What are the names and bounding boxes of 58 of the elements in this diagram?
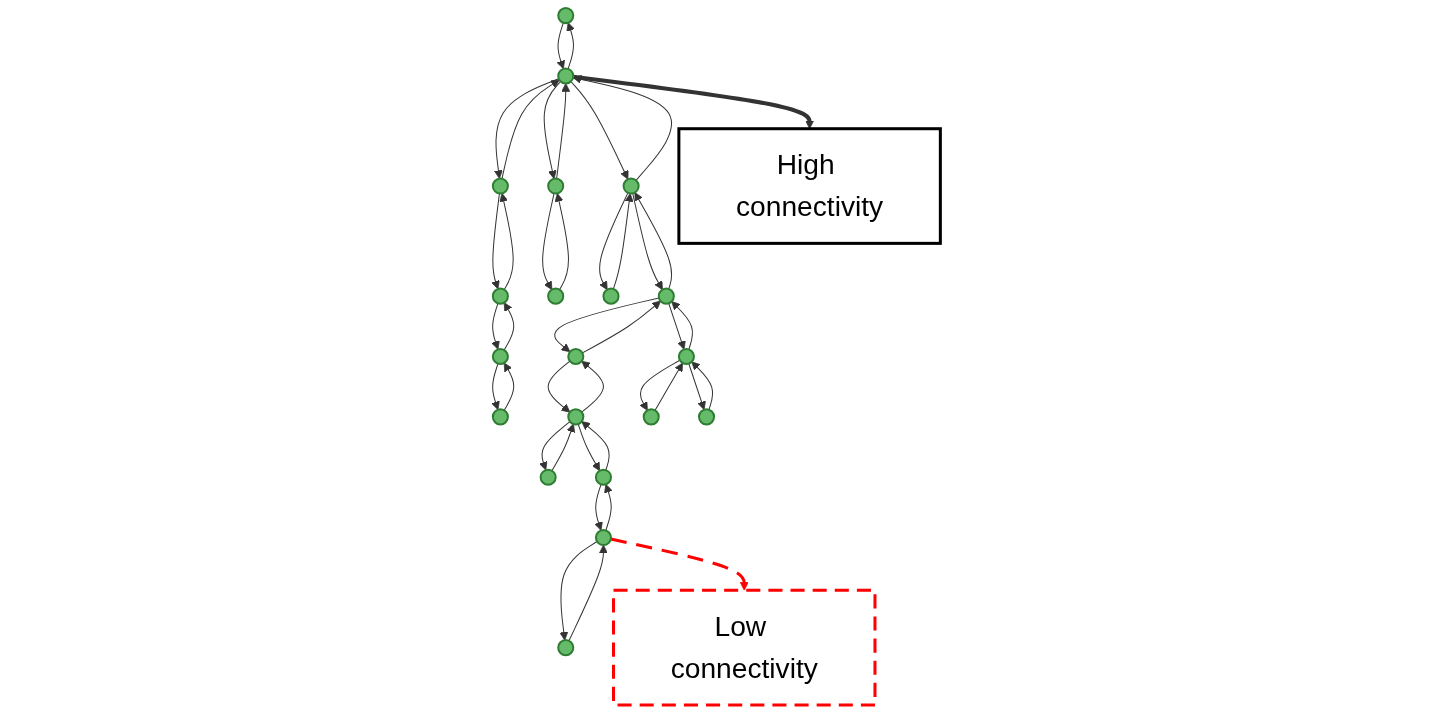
node-circle xyxy=(567,347,585,366)
arrow xyxy=(543,81,562,180)
arrow xyxy=(491,302,500,350)
node-circle xyxy=(698,408,716,426)
arrow xyxy=(503,302,515,351)
arrow xyxy=(634,192,673,290)
arrow xyxy=(599,192,629,291)
arrow xyxy=(691,361,714,411)
node-circle xyxy=(677,347,695,366)
arrow xyxy=(556,22,566,70)
node-circle xyxy=(557,639,575,657)
arrow xyxy=(654,362,683,411)
node-circle xyxy=(547,287,565,305)
node-box: Low connectivity xyxy=(612,588,877,707)
arrow xyxy=(499,193,514,291)
arrow xyxy=(491,363,500,411)
arrow xyxy=(612,193,634,290)
node-circle xyxy=(491,177,509,195)
arrow xyxy=(688,363,706,411)
node-circle xyxy=(594,528,612,547)
node-circle xyxy=(547,177,565,195)
node-circle xyxy=(539,468,557,486)
arrow xyxy=(551,423,576,472)
arrow xyxy=(554,193,569,291)
arrow xyxy=(566,22,575,70)
arrow xyxy=(581,421,610,471)
arrow xyxy=(491,193,500,290)
arrow xyxy=(539,421,571,471)
node-circle xyxy=(567,408,585,426)
node-circle xyxy=(557,67,575,85)
arrow xyxy=(604,483,613,531)
arrow xyxy=(668,302,686,350)
arrow xyxy=(503,362,515,411)
arrow xyxy=(570,81,629,180)
arrow xyxy=(568,544,608,642)
node-circle xyxy=(557,7,575,25)
arrow xyxy=(556,83,571,180)
arrow xyxy=(594,483,603,531)
node-circle xyxy=(642,408,660,426)
arrow xyxy=(632,192,663,291)
node-circle xyxy=(491,287,509,305)
arrow xyxy=(610,537,749,591)
node-circle xyxy=(622,177,640,195)
arrow xyxy=(581,300,661,354)
arrow xyxy=(671,301,693,350)
arrow xyxy=(577,423,601,472)
arrow xyxy=(554,297,660,353)
node-box: High connectivity xyxy=(677,127,942,245)
node-circle xyxy=(602,287,620,305)
node-circle xyxy=(594,468,612,486)
node-circle xyxy=(491,347,509,366)
arrow xyxy=(547,360,571,413)
arrow xyxy=(581,360,604,413)
node-circle xyxy=(491,408,509,426)
arrow xyxy=(542,192,555,291)
node-circle xyxy=(657,287,675,305)
arrow xyxy=(559,541,598,641)
arrow xyxy=(639,359,681,411)
